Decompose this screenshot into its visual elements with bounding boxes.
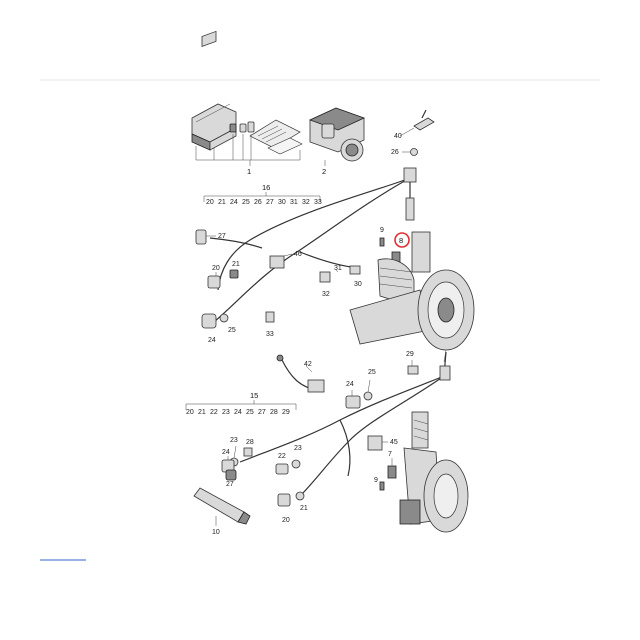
bot-row-label: 21	[198, 409, 206, 416]
lower-harness-15[interactable]	[239, 351, 451, 497]
part-2-abs-unit[interactable]: 2	[308, 107, 366, 176]
part-20-connector-low[interactable]: 20	[277, 493, 291, 524]
part-26-grommet[interactable]: 26	[391, 148, 418, 157]
fuse-pins-icon	[229, 121, 255, 133]
part-21-grommet-low[interactable]: 21	[295, 491, 308, 512]
label-21a: 21	[232, 261, 240, 268]
top-row-label: 30	[278, 199, 286, 206]
part-9-screw-low[interactable]: 9	[374, 477, 385, 491]
label-25a: 25	[228, 327, 236, 334]
top-row-label: 21	[218, 199, 226, 206]
top-row-label: 25	[242, 199, 250, 206]
label-20b: 20	[282, 517, 290, 524]
part-27-connector[interactable]: 27	[195, 229, 226, 245]
label-9: 9	[380, 227, 384, 234]
part-29-bracket[interactable]: 29	[406, 351, 419, 375]
label-31: 31	[334, 265, 342, 272]
part-42-bracket[interactable]: 42	[276, 354, 325, 393]
label-24b: 24	[346, 381, 354, 388]
part-7-sensor[interactable]: 7	[387, 451, 397, 479]
part-32-clip[interactable]: 32	[319, 271, 331, 298]
label-1: 1	[247, 167, 251, 176]
label-9b: 9	[374, 477, 378, 484]
part-10-grease-tube[interactable]: 10	[193, 487, 251, 536]
top-row-label: 20	[206, 199, 214, 206]
part-1-bracket	[195, 146, 301, 161]
label-10: 10	[212, 529, 220, 536]
label-46: 46	[294, 251, 302, 258]
top-row-label: 31	[290, 199, 298, 206]
part-16-bracket	[203, 195, 321, 202]
upper-harness-16[interactable]	[209, 167, 417, 323]
label-21b: 21	[300, 505, 308, 512]
part-23-grommet-low[interactable]: 23	[291, 445, 302, 469]
label-2: 2	[322, 167, 326, 176]
label-45: 45	[390, 439, 398, 446]
part-27-connector-low[interactable]: 27	[225, 469, 237, 488]
label-27: 27	[218, 233, 226, 240]
label-40: 40	[394, 133, 402, 140]
bottom-row-labels: 20 21 22 23 24 25 27 28 29	[186, 409, 290, 416]
top-row-label: 27	[266, 199, 274, 206]
label-25b: 25	[368, 369, 376, 376]
part-25-grommet-mid[interactable]: 25	[363, 369, 376, 401]
part-33-clip[interactable]: 33	[265, 311, 275, 338]
highlight-circle	[394, 232, 410, 248]
label-24a: 24	[208, 337, 216, 344]
part-25-grommet-top[interactable]: 25	[219, 313, 236, 334]
label-15: 15	[250, 391, 258, 400]
label-20a: 20	[212, 265, 220, 272]
part-15-bracket	[185, 403, 297, 410]
label-42: 42	[304, 361, 312, 368]
label-16: 16	[262, 183, 270, 192]
label-32: 32	[322, 291, 330, 298]
label-28: 28	[246, 439, 254, 446]
part-45-bracket[interactable]: 45	[367, 435, 398, 451]
part-1-kit[interactable]: 1	[191, 30, 303, 176]
part-21-connector-top[interactable]: 21	[229, 261, 240, 279]
part-46-clip[interactable]: 46	[269, 251, 302, 269]
top-row-label: 24	[230, 199, 238, 206]
part-31-holder[interactable]: 31	[334, 265, 342, 273]
control-module-icon	[191, 30, 237, 151]
part-30-clip[interactable]: 30	[349, 265, 362, 288]
part-24-connector-low[interactable]: 24	[221, 449, 235, 473]
top-row-label: 26	[254, 199, 262, 206]
part-20-connector-top[interactable]: 20	[207, 265, 221, 289]
label-29: 29	[406, 351, 414, 358]
label-7: 7	[388, 451, 392, 458]
label-33: 33	[266, 331, 274, 338]
bot-row-label: 20	[186, 409, 194, 416]
lower-wheel-hub-assembly	[399, 411, 469, 533]
bot-row-label: 25	[246, 409, 254, 416]
part-22-connector[interactable]: 22	[275, 453, 289, 475]
bot-row-label: 29	[282, 409, 290, 416]
label-22: 22	[278, 453, 286, 460]
bot-row-label: 23	[222, 409, 230, 416]
label-27b: 27	[226, 481, 234, 488]
bot-row-label: 24	[234, 409, 242, 416]
upper-wheel-hub-assembly	[349, 231, 475, 363]
label-23b: 23	[294, 445, 302, 452]
top-row-labels: 20 21 24 25 26 27 30 31 32 33	[206, 199, 322, 206]
label-24c: 24	[222, 449, 230, 456]
label-23: 23	[230, 437, 238, 444]
label-30: 30	[354, 281, 362, 288]
part-24-connector-top[interactable]: 24	[201, 313, 217, 344]
part-40-bracket[interactable]: 40	[394, 109, 435, 140]
label-8: 8	[399, 236, 403, 245]
bot-row-label: 22	[210, 409, 218, 416]
part-28-clip[interactable]: 28	[243, 439, 254, 457]
part-9-screw-top[interactable]: 9	[379, 227, 385, 247]
part-8-sensor-highlighted[interactable]: 8	[391, 232, 410, 263]
bot-row-label: 27	[258, 409, 266, 416]
instruction-sheet-icon	[249, 119, 303, 155]
part-24-connector-mid[interactable]: 24	[345, 381, 361, 409]
bot-row-label: 28	[270, 409, 278, 416]
top-row-label: 32	[302, 199, 310, 206]
top-row-label: 33	[314, 199, 322, 206]
label-26: 26	[391, 149, 399, 156]
